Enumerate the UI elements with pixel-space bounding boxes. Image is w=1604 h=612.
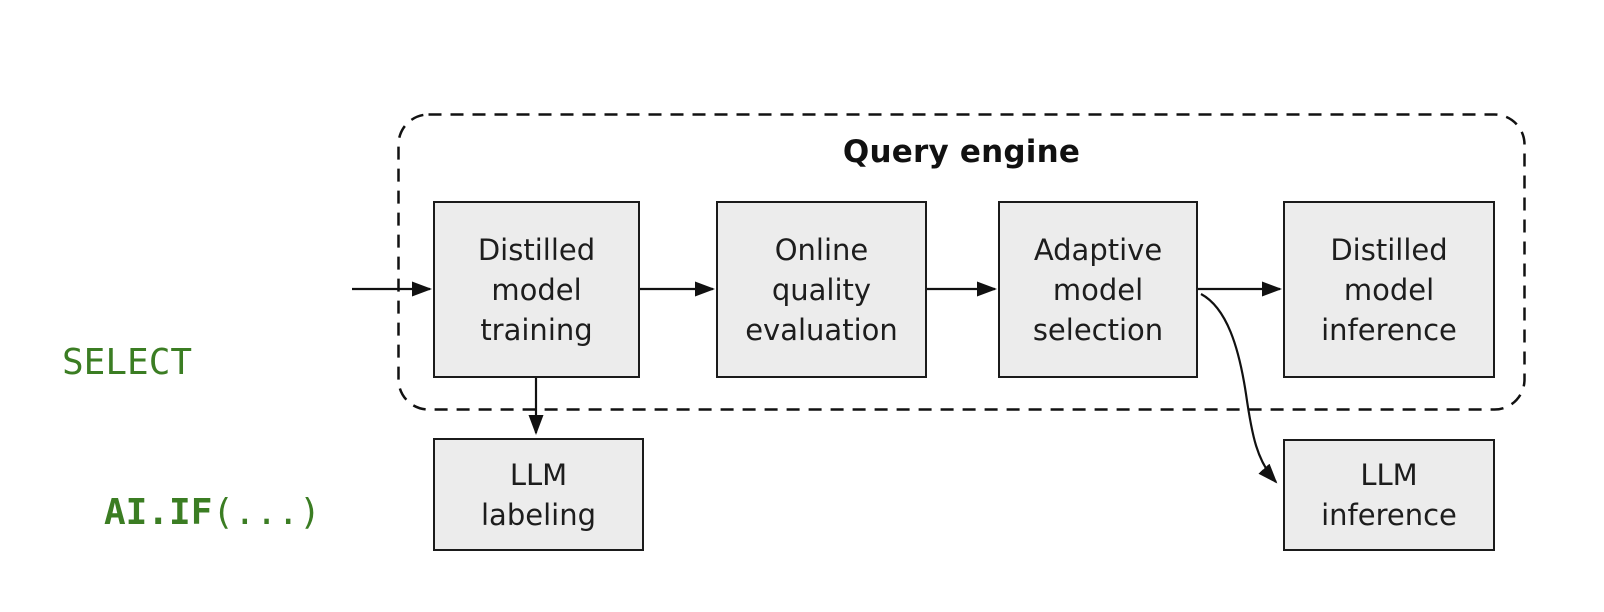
sql-keyword: SELECT — [62, 342, 193, 383]
node-llm-labeling: LLM labeling — [433, 438, 644, 551]
node-online-quality-evaluation: Online quality evaluation — [716, 201, 927, 378]
sql-query: SELECT AI.IF(...) — [62, 238, 321, 612]
sql-function-args: (...) — [212, 492, 321, 533]
sql-function-call: AI.IF(...) — [62, 488, 321, 538]
node-llm-inference: LLM inference — [1283, 439, 1495, 551]
query-engine-boundary — [397, 113, 1526, 411]
sql-function-name: AI.IF — [104, 492, 213, 533]
node-distilled-model-inference: Distilled model inference — [1283, 201, 1495, 378]
node-distilled-model-training: Distilled model training — [433, 201, 640, 378]
node-adaptive-model-selection: Adaptive model selection — [998, 201, 1198, 378]
arrow-selection-to-llm-inference — [1200, 293, 1278, 484]
query-engine-title: Query engine — [842, 134, 1081, 170]
